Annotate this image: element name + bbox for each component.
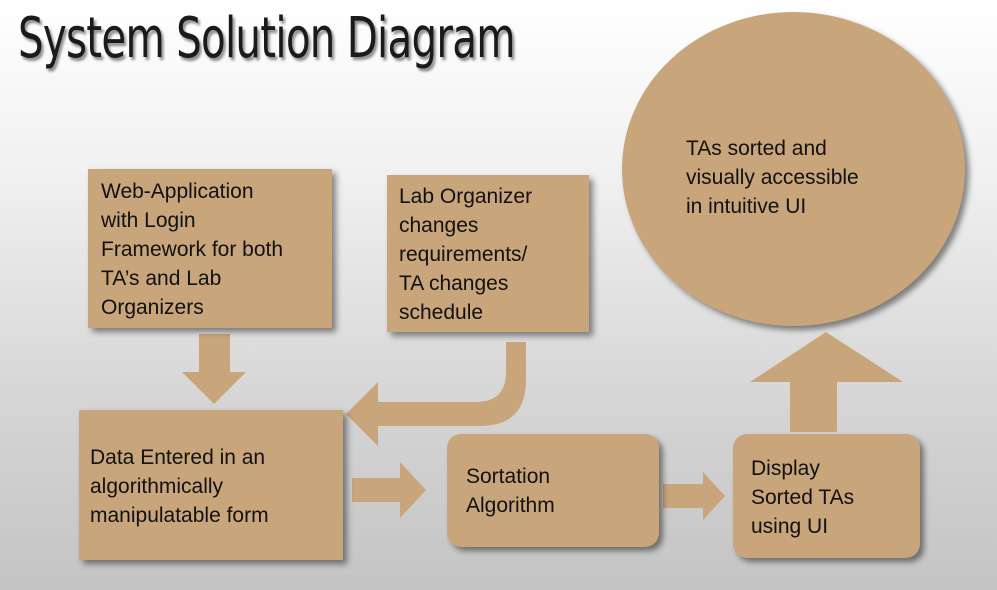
node-result-ellipse: TAs sorted and visually accessible in in… — [622, 12, 965, 326]
node-sortation-algorithm-text: Sortation Algorithm — [466, 465, 555, 517]
node-web-application-text: Web-Application with Login Framework for… — [101, 180, 284, 319]
arrow-data-to-sortation — [352, 462, 426, 518]
node-result-text: TAs sorted and visually accessible in in… — [686, 137, 859, 218]
arrow-laborganizer-to-data — [346, 342, 526, 446]
node-data-entered: Data Entered in an algorithmically manip… — [79, 410, 343, 560]
node-data-entered-text: Data Entered in an algorithmically manip… — [90, 446, 269, 527]
node-display-sorted: Display Sorted TAs using UI — [733, 434, 920, 558]
arrow-sortation-to-display — [663, 472, 725, 520]
node-lab-organizer-text: Lab Organizer changes requirements/ TA c… — [399, 185, 533, 324]
node-sortation-algorithm: Sortation Algorithm — [447, 434, 659, 547]
node-lab-organizer: Lab Organizer changes requirements/ TA c… — [387, 175, 589, 332]
node-display-sorted-text: Display Sorted TAs using UI — [751, 457, 855, 538]
arrow-webapp-to-data — [182, 334, 246, 404]
arrow-display-to-result — [750, 332, 903, 432]
diagram-title: System Solution Diagram — [18, 6, 516, 71]
node-web-application: Web-Application with Login Framework for… — [88, 169, 332, 328]
